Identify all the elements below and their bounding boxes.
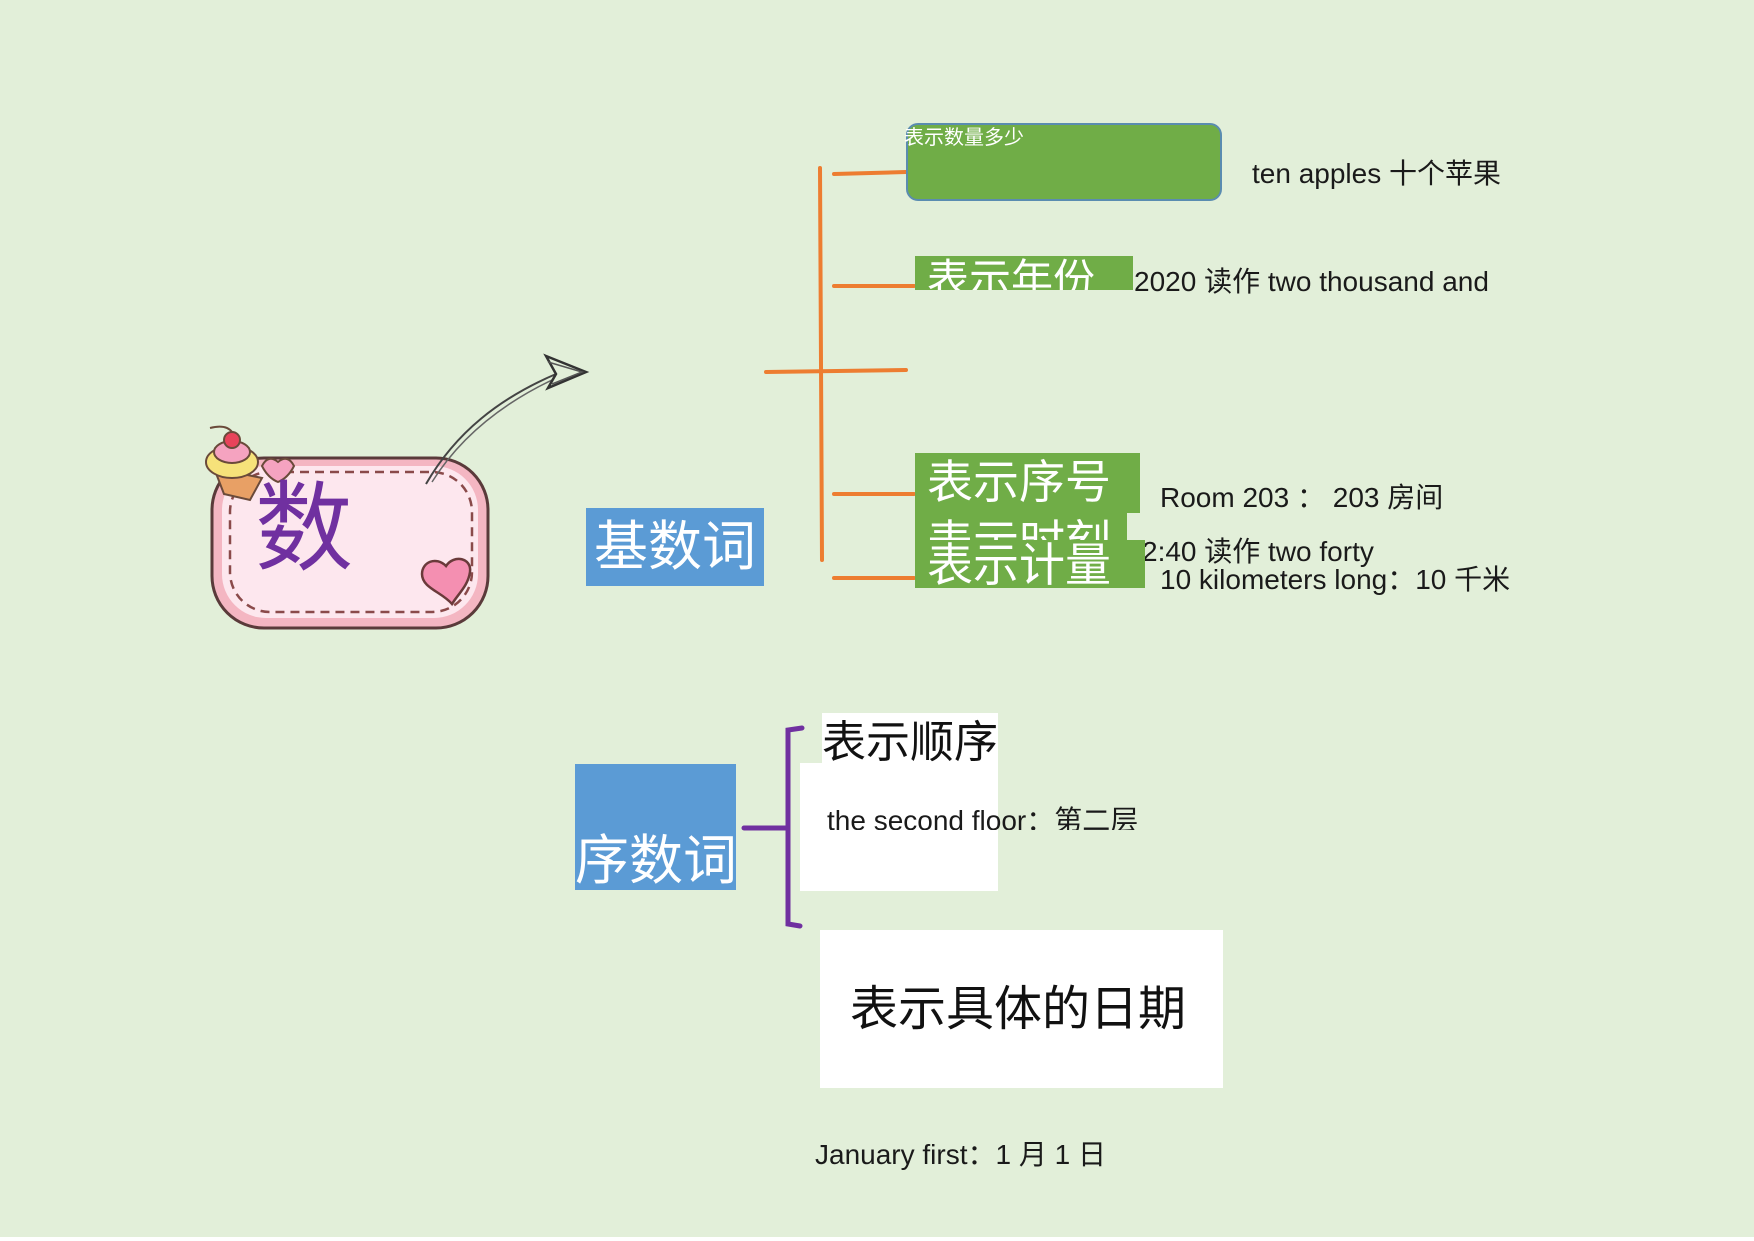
example-time: 2:40 读作 two forty — [1142, 536, 1374, 567]
example-year: 2020 读作 two thousand and — [1134, 266, 1489, 297]
branch-measure: 表示计量 — [915, 540, 1145, 588]
cupcake-icon — [205, 425, 296, 502]
branch-year: 表示年份 — [915, 256, 1133, 290]
heart-icon — [420, 557, 472, 607]
branch-number: 表示序号 — [915, 453, 1140, 513]
order-panel — [800, 763, 998, 891]
example-quantity: ten apples 十个苹果 — [1252, 158, 1501, 189]
example-measure: 10 kilometers long：10 千米 — [1160, 564, 1511, 595]
arrow-icon — [425, 353, 590, 485]
example-number: Room 203 ： 203 房间 — [1160, 482, 1444, 513]
branch-quantity — [906, 123, 1222, 201]
ordinal-connector — [741, 725, 805, 929]
cardinal-connector — [764, 166, 916, 580]
example-date: January first：1 月 1 日 — [815, 1139, 1106, 1170]
branch-quantity-label: 表示数量多少 — [904, 125, 1024, 149]
branch-order: 表示顺序 — [822, 713, 998, 771]
center-badge — [210, 456, 490, 630]
branch-date: 表示具体的日期 — [820, 930, 1223, 1088]
cardinal-node: 基数词 — [586, 508, 764, 586]
ordinal-node-label: 序数词 — [575, 829, 736, 890]
example-order: the second floor：第二层 — [827, 805, 1139, 830]
bottom-band — [0, 1237, 1754, 1241]
center-title: 数 — [255, 472, 354, 586]
ordinal-node: 序数词 — [575, 764, 736, 890]
